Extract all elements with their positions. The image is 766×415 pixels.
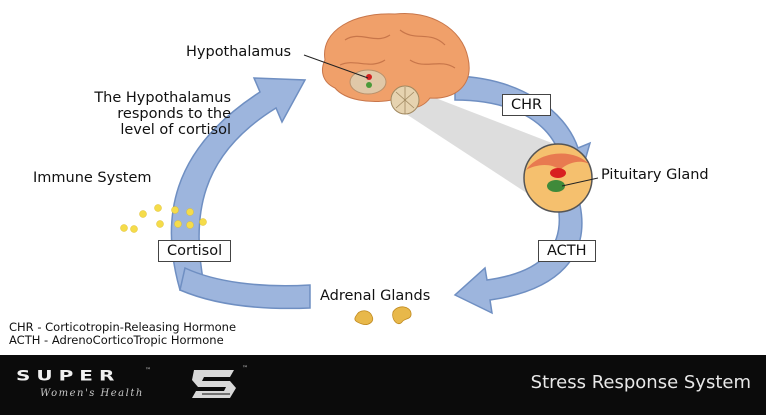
cortisol-box: Cortisol xyxy=(158,240,232,262)
pituitary-magnified-view xyxy=(523,143,593,213)
stress-response-diagram: Hypothalamus The Hypothalamus responds t… xyxy=(9,12,709,347)
trademark-mark-2: ™ xyxy=(242,365,248,372)
legend-acth: ACTH - AdrenoCorticoTropic Hormone xyxy=(9,333,224,347)
legend-chr: CHR - Corticotropin-Releasing Hormone xyxy=(9,320,237,334)
footer-bar: SUPER Women's Health ™ ™ Stress Response… xyxy=(0,355,766,415)
pituitary-pointer xyxy=(561,177,599,187)
page-title: Stress Response System xyxy=(530,372,751,393)
logo-s-icon xyxy=(192,370,236,398)
feedback-line-3: level of cortisol xyxy=(120,122,231,138)
chr-box: CHR xyxy=(502,94,552,116)
immune-system-label: Immune System xyxy=(33,170,152,186)
arrow-adrenal-to-cortisol xyxy=(179,266,311,310)
cortisol-dots xyxy=(120,204,207,233)
logo-tagline: Women's Health xyxy=(40,388,144,399)
brain-illustration xyxy=(322,12,470,115)
trademark-mark-1: ™ xyxy=(145,367,151,374)
hypothalamus-label: Hypothalamus xyxy=(186,44,292,60)
acth-box: ACTH xyxy=(538,240,596,262)
feedback-note: The Hypothalamus responds to the level o… xyxy=(78,90,231,138)
logo-wordmark: SUPER xyxy=(16,367,121,384)
adrenal-glands-illustration xyxy=(354,306,412,325)
pituitary-gland-label: Pituitary Gland xyxy=(601,167,709,183)
adrenal-glands-label: Adrenal Glands xyxy=(320,288,431,304)
hypothalamus-pointer xyxy=(303,54,369,79)
feedback-line-1: The Hypothalamus xyxy=(94,90,231,106)
feedback-line-2: responds to the xyxy=(117,106,231,122)
